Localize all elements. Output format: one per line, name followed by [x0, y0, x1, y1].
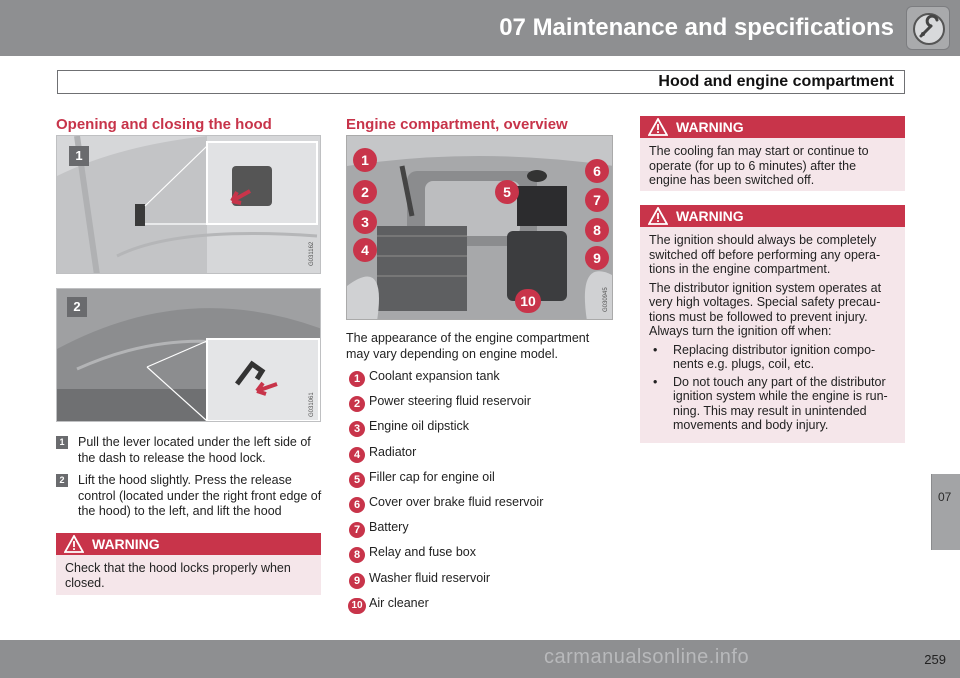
- component-number: 7: [349, 522, 365, 539]
- footer-bar: 259: [0, 640, 960, 678]
- callout-10: 10: [515, 289, 541, 313]
- component-number: 3: [349, 421, 365, 438]
- component-number: 1: [349, 371, 365, 387]
- component-label: Power steering fluid reservoir: [369, 394, 531, 409]
- component-number: 2: [349, 396, 365, 413]
- callout-2: 2: [353, 180, 377, 204]
- component-list: 1 Coolant expansion tank 2 Power steering …: [346, 368, 616, 620]
- component-number: 5: [349, 471, 365, 488]
- bullet-item: Do not touch any part of the distributor…: [649, 375, 896, 433]
- list-item: 7 Battery: [346, 519, 616, 544]
- component-label: Coolant expansion tank: [369, 369, 500, 383]
- component-label: Washer fluid reservoir: [369, 570, 491, 585]
- warning-bullets: Replacing distributor ignition compo-nen…: [649, 343, 896, 433]
- photo-badge: 2: [67, 297, 87, 317]
- section-header: Hood and engine compartment: [57, 70, 905, 94]
- warning-text: The cooling fan may start or continue to…: [649, 144, 869, 187]
- header-bar: 07 Maintenance and specifications: [0, 0, 960, 56]
- hood-heading: Opening and closing the hood: [56, 116, 272, 133]
- chapter-tab-label: 07: [938, 490, 952, 504]
- component-number: 10: [348, 597, 366, 614]
- warning-title: WARNING: [676, 208, 744, 224]
- photo-code: G031162: [309, 241, 315, 266]
- warning-title: WARNING: [92, 536, 160, 552]
- component-label: Cover over brake fluid reservoir: [369, 494, 544, 509]
- callout-8: 8: [585, 218, 609, 242]
- engine-compartment-photo: 1 2 3 4 5 6 7 8 9 10 G030945: [346, 135, 613, 320]
- step-item: 1 Pull the lever located under the left …: [56, 435, 322, 466]
- component-label: Radiator: [369, 444, 417, 459]
- callout-3: 3: [353, 210, 377, 234]
- list-item: 4 Radiator: [346, 444, 616, 469]
- page-number: 259: [924, 652, 946, 667]
- hood-steps: 1 Pull the lever located under the left …: [56, 435, 322, 527]
- component-label: Filler cap for engine oil: [369, 469, 495, 484]
- callout-5: 5: [495, 180, 519, 204]
- hood-release-lever-photo: 1 G031162: [56, 135, 321, 274]
- warning-bar: WARNING: [640, 116, 905, 138]
- warning-triangle-icon: [64, 535, 84, 553]
- warning-title: WARNING: [676, 119, 744, 135]
- warning-box-cooling-fan: WARNING The cooling fan may start or con…: [640, 116, 905, 191]
- component-number: 8: [349, 547, 365, 564]
- warning-paragraph: The distributor ignition system operates…: [649, 280, 882, 339]
- step-number: 1: [56, 436, 68, 449]
- warning-bar: WARNING: [640, 205, 905, 227]
- photo-code: G031061: [309, 392, 315, 417]
- callout-6: 6: [585, 159, 609, 183]
- chapter-title: 07 Maintenance and specifications: [499, 14, 894, 41]
- component-number: 4: [349, 446, 365, 463]
- callout-4: 4: [353, 238, 377, 262]
- component-number: 9: [349, 572, 365, 589]
- step-text: Lift the hood slightly. Press the releas…: [78, 473, 322, 518]
- list-item: 3 Engine oil dipstick: [346, 418, 616, 443]
- callout-1: 1: [353, 148, 377, 172]
- step-text: Pull the lever located under the left si…: [78, 435, 311, 465]
- bullet-item: Replacing distributor ignition compo-nen…: [649, 343, 896, 372]
- list-item: 5 Filler cap for engine oil: [346, 469, 616, 494]
- warning-triangle-icon: [648, 207, 668, 225]
- callout-7: 7: [585, 188, 609, 212]
- list-item: 6 Cover over brake fluid reservoir: [346, 494, 616, 519]
- watermark: carmanualsonline.info: [544, 646, 750, 668]
- list-item: 2 Power steering fluid reservoir: [346, 393, 616, 418]
- photo-badge: 1: [69, 146, 89, 166]
- component-label: Battery: [369, 520, 409, 535]
- warning-triangle-icon: [648, 118, 668, 136]
- component-label: Relay and fuse box: [369, 545, 477, 560]
- photo-code: G030945: [603, 287, 609, 312]
- component-label: Air cleaner: [369, 595, 429, 610]
- warning-bar: WARNING: [56, 533, 321, 555]
- list-item: 9 Washer fluid reservoir: [346, 570, 616, 595]
- engine-heading: Engine compartment, overview: [346, 116, 568, 133]
- step-item: 2 Lift the hood slightly. Press the rele…: [56, 473, 322, 520]
- wrench-icon: [906, 6, 950, 50]
- section-title: Hood and engine compartment: [658, 73, 894, 90]
- list-item: 8 Relay and fuse box: [346, 544, 616, 569]
- chapter-tab: 07: [931, 474, 960, 550]
- warning-paragraph: The ignition should always be completely…: [649, 233, 881, 276]
- warning-box-hood: WARNING Check that the hood locks proper…: [56, 533, 321, 595]
- callout-9: 9: [585, 246, 609, 270]
- engine-intro-text: The appearance of the engine compartment…: [346, 331, 590, 361]
- list-item: 1 Coolant expansion tank: [346, 368, 616, 393]
- component-number: 6: [349, 496, 365, 513]
- hood-safety-catch-photo: 2 G031061: [56, 288, 321, 422]
- warning-box-ignition: WARNING The ignition should always be co…: [640, 205, 905, 443]
- step-number: 2: [56, 474, 68, 487]
- warning-text: Check that the hood locks properly when …: [65, 561, 291, 590]
- component-label: Engine oil dipstick: [369, 419, 470, 434]
- warning-body: The ignition should always be completely…: [640, 227, 905, 441]
